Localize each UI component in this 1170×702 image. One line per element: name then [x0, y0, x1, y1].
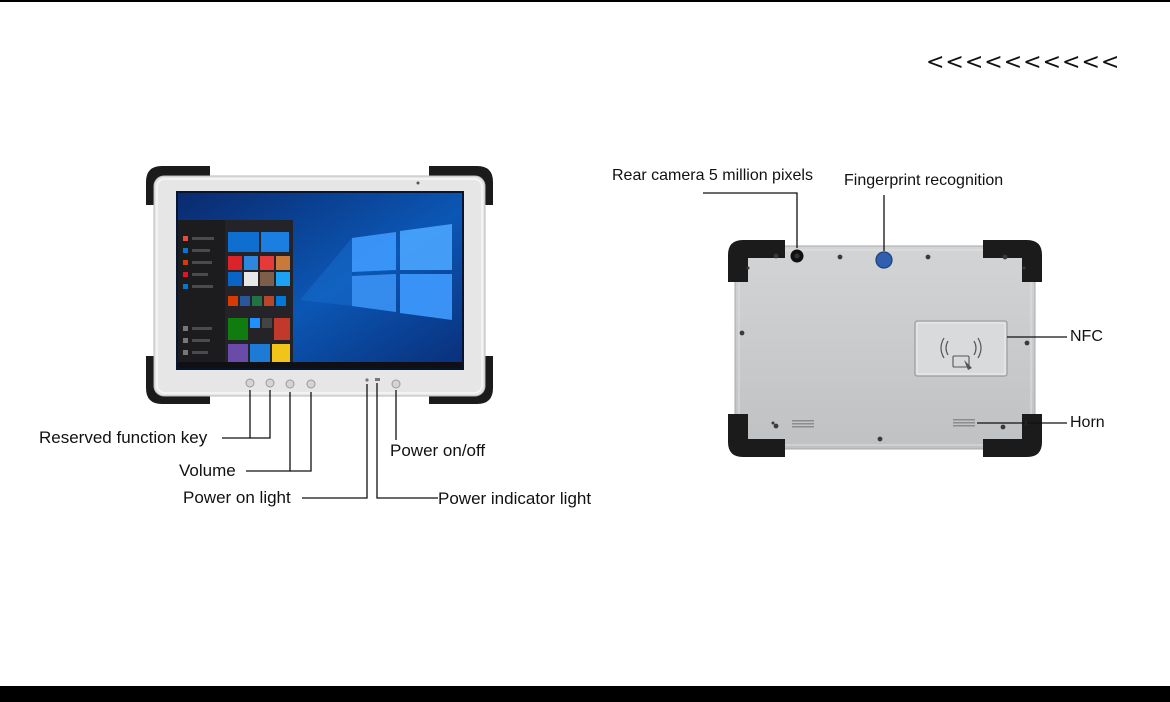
label-power-onoff: Power on/off	[390, 441, 486, 460]
label-reserved-function-key: Reserved function key	[39, 428, 208, 447]
reserved-key-2	[265, 378, 275, 388]
power-button	[391, 379, 401, 389]
start-list-items	[183, 236, 214, 355]
back-bumper-top-right	[983, 240, 1042, 282]
back-tablet	[728, 240, 1042, 457]
front-tablet	[146, 166, 493, 404]
label-horn: Horn	[1070, 414, 1105, 431]
back-bumper-bottom-right	[983, 414, 1042, 457]
power-on-light	[365, 378, 369, 382]
speaker-grille-left	[792, 420, 814, 428]
label-nfc: NFC	[1070, 328, 1103, 345]
power-indicator	[375, 378, 380, 381]
speaker-grille-right	[953, 419, 975, 427]
nfc-plate	[914, 320, 1008, 377]
fingerprint-sensor	[875, 251, 893, 269]
back-bumper-bottom-left	[728, 414, 785, 457]
label-power-on-light: Power on light	[183, 488, 291, 507]
reserved-key-1	[245, 378, 255, 388]
volume-down	[285, 379, 295, 389]
label-rear-camera: Rear camera 5 million pixels	[612, 167, 813, 184]
label-power-indicator-light: Power indicator light	[438, 489, 592, 508]
front-leader-lines	[222, 383, 438, 499]
bottom-band	[0, 686, 1170, 702]
windows-logo	[300, 224, 452, 320]
label-volume: Volume	[179, 461, 236, 480]
front-buttons	[245, 378, 401, 389]
start-menu-list	[178, 220, 225, 368]
back-bumper-top-left	[728, 240, 785, 282]
top-border	[0, 0, 1170, 2]
screws	[739, 253, 1030, 442]
back-leader-lines	[703, 192, 1067, 424]
label-fingerprint: Fingerprint recognition	[844, 172, 1004, 189]
nav-arrows[interactable]: <<<<<<<<<<	[926, 50, 1121, 75]
back-panel	[734, 245, 1036, 450]
volume-up	[306, 379, 316, 389]
front-camera	[416, 181, 420, 185]
taskbar	[178, 362, 462, 368]
start-tiles	[228, 232, 290, 364]
